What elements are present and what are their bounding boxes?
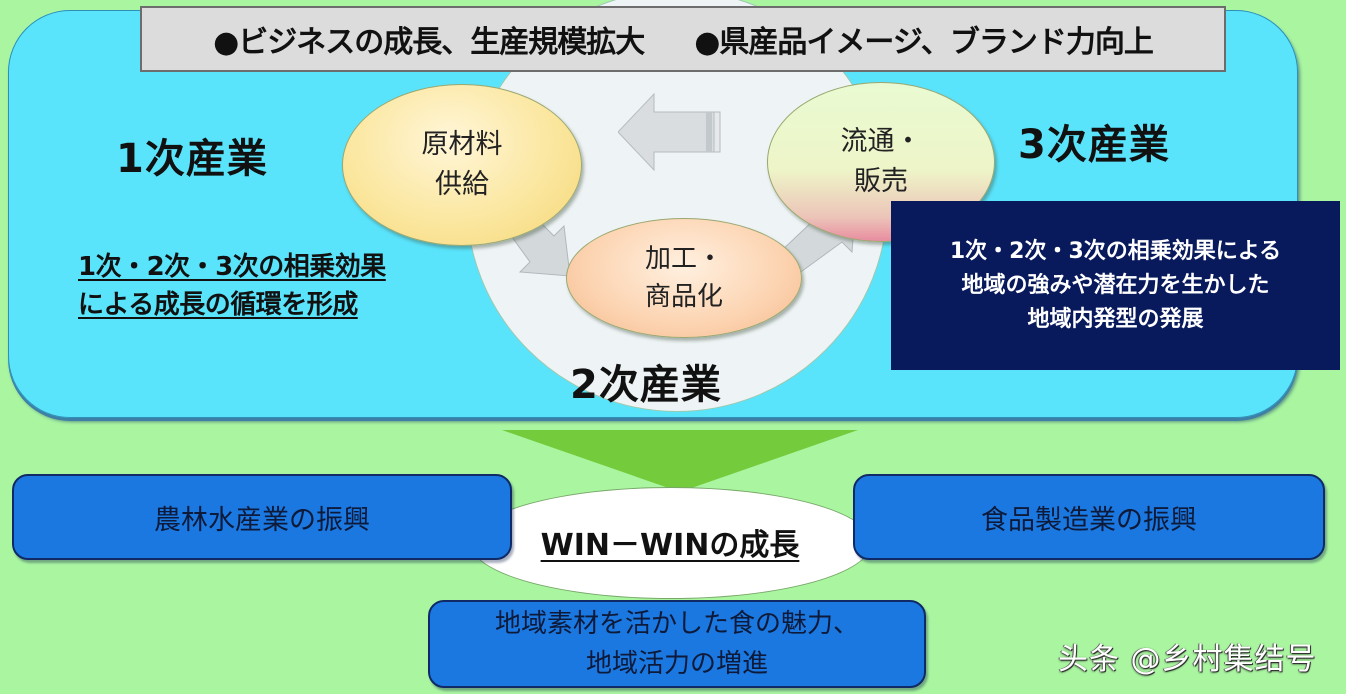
local-vitality-box: 地域素材を活かした食の魅力、 地域活力の増進	[428, 600, 926, 688]
distribution-sales-node: 流通・ 販売	[767, 82, 995, 242]
node-label-line: 加工・	[644, 244, 723, 274]
watermark: 头条 @乡村集结号	[1058, 642, 1317, 677]
development-line: 1次・2次・3次の相乗効果による	[949, 238, 1282, 264]
arrow-left-icon	[618, 92, 724, 172]
local-vitality-line: 地域活力の増進	[585, 649, 768, 679]
node-label-line: 原材料	[421, 129, 503, 160]
synergy-line: 1次・2次・3次の相乗効果	[78, 252, 386, 282]
food-manufacturing-label: 食品製造業の振興	[981, 504, 1197, 536]
node-label-line: 供給	[435, 169, 489, 200]
synergy-cycle-text: 1次・2次・3次の相乗効果 による成長の循環を形成	[78, 248, 386, 324]
agriculture-promotion-box: 農林水産業の振興	[12, 474, 512, 560]
primary-industry-label: 1次産業	[116, 136, 268, 182]
goals-banner: ●ビジネスの成長、生産規模拡大 ●県産品イメージ、ブランド力向上	[140, 6, 1226, 72]
node-label-line: 販売	[854, 166, 908, 197]
goal-business-growth: ●ビジネスの成長、生産規模拡大	[213, 25, 645, 60]
synergy-line: による成長の循環を形成	[78, 290, 358, 320]
goal-brand-image: ●県産品イメージ、ブランド力向上	[694, 25, 1154, 60]
secondary-industry-label: 2次産業	[570, 362, 722, 408]
down-arrow-triangle-icon	[502, 430, 858, 492]
food-manufacturing-promotion-box: 食品製造業の振興	[853, 474, 1325, 560]
node-label-line: 商品化	[644, 282, 723, 312]
win-win-growth-label: WIN－WINの成長	[540, 528, 800, 563]
tertiary-industry-label: 3次産業	[1018, 122, 1170, 168]
node-label-line: 流通・	[840, 126, 922, 157]
local-vitality-line: 地域素材を活かした食の魅力、	[494, 609, 859, 639]
regional-development-box: 1次・2次・3次の相乗効果による 地域の強みや潜在力を生かした 地域内発型の発展	[891, 201, 1340, 370]
win-win-oval	[470, 487, 872, 599]
development-line: 地域内発型の発展	[1027, 306, 1204, 332]
raw-material-supply-node: 原材料 供給	[342, 84, 582, 246]
agriculture-promotion-label: 農林水産業の振興	[154, 504, 370, 536]
development-line: 地域の強みや潜在力を生かした	[961, 272, 1270, 298]
processing-commercialization-node: 加工・ 商品化	[566, 218, 802, 338]
